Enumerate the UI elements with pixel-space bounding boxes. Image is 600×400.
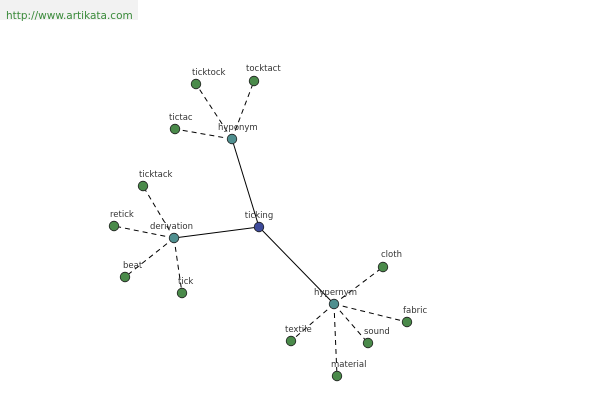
node-tick-dot[interactable] — [176, 287, 188, 299]
node-hyponym-dot[interactable] — [226, 133, 238, 145]
node-fabric-label[interactable]: fabric — [403, 306, 427, 316]
node-hypernym[interactable]: hypernym — [314, 288, 357, 310]
node-hypernym-label[interactable]: hypernym — [314, 288, 357, 298]
node-derivation-label[interactable]: derivation — [150, 222, 193, 232]
node-tick[interactable]: tick — [176, 277, 193, 299]
edge-hyponym-tictac — [174, 128, 233, 140]
node-fabric[interactable]: fabric — [401, 306, 427, 328]
node-sound[interactable]: sound — [362, 327, 390, 349]
edge-hypernym-sound — [333, 303, 369, 344]
edge-hyponym-tocktact — [231, 80, 255, 140]
node-ticktock-dot[interactable] — [190, 78, 202, 90]
node-tictac[interactable]: tictac — [169, 113, 193, 135]
edge-hypernym-textile — [290, 303, 335, 342]
node-textile[interactable]: textile — [285, 325, 312, 347]
edge-ticking-hyponym — [231, 138, 260, 228]
node-material-label[interactable]: material — [331, 360, 366, 370]
node-retick-dot[interactable] — [108, 220, 120, 232]
node-tocktact[interactable]: tocktact — [246, 64, 281, 87]
node-ticktack-label[interactable]: ticktack — [139, 170, 173, 180]
nodes-layer: tickinghyponymderivationhypernymticktock… — [108, 64, 427, 382]
node-hyponym[interactable]: hyponym — [218, 123, 258, 145]
node-sound-label[interactable]: sound — [364, 327, 390, 337]
node-ticktock-label[interactable]: ticktock — [192, 68, 225, 78]
node-textile-label[interactable]: textile — [285, 325, 312, 335]
node-hyponym-label[interactable]: hyponym — [218, 123, 258, 133]
edge-ticking-derivation — [173, 226, 260, 239]
node-textile-dot[interactable] — [285, 335, 297, 347]
node-ticking[interactable]: ticking — [245, 211, 273, 233]
node-ticktack-dot[interactable] — [137, 180, 149, 192]
node-tictac-label[interactable]: tictac — [169, 113, 193, 123]
node-tocktact-label[interactable]: tocktact — [246, 64, 281, 74]
edge-hypernym-cloth — [333, 266, 384, 305]
node-derivation[interactable]: derivation — [150, 222, 193, 244]
node-beat-label[interactable]: beat — [123, 261, 143, 271]
edge-derivation-retick — [113, 225, 175, 239]
node-retick-label[interactable]: retick — [110, 210, 134, 220]
node-hypernym-dot[interactable] — [328, 298, 340, 310]
node-ticktack[interactable]: ticktack — [137, 170, 173, 192]
edge-hypernym-material — [333, 303, 338, 377]
node-tictac-dot[interactable] — [169, 123, 181, 135]
node-material-dot[interactable] — [331, 370, 343, 382]
node-tocktact-dot[interactable] — [248, 75, 260, 87]
edge-ticking-hypernym — [258, 226, 335, 305]
node-beat[interactable]: beat — [119, 261, 143, 283]
node-ticktock[interactable]: ticktock — [190, 68, 225, 90]
node-sound-dot[interactable] — [362, 337, 374, 349]
node-derivation-dot[interactable] — [168, 232, 180, 244]
edge-derivation-tick — [173, 237, 183, 294]
node-cloth[interactable]: cloth — [377, 250, 402, 273]
node-cloth-dot[interactable] — [377, 261, 389, 273]
node-ticking-dot[interactable] — [253, 221, 265, 233]
edge-hypernym-fabric — [333, 303, 408, 323]
edge-derivation-beat — [124, 237, 175, 278]
site-url-link[interactable]: http://www.artikata.com — [6, 10, 133, 22]
edge-hyponym-ticktock — [195, 83, 233, 140]
site-url-bar: http://www.artikata.com — [0, 0, 138, 22]
node-fabric-dot[interactable] — [401, 316, 413, 328]
node-tick-label[interactable]: tick — [178, 277, 193, 287]
node-beat-dot[interactable] — [119, 271, 131, 283]
node-retick[interactable]: retick — [108, 210, 134, 232]
edges-layer — [113, 80, 408, 377]
node-cloth-label[interactable]: cloth — [381, 250, 402, 260]
node-material[interactable]: material — [331, 360, 366, 382]
edge-derivation-ticktack — [142, 185, 175, 239]
node-ticking-label[interactable]: ticking — [245, 211, 273, 221]
